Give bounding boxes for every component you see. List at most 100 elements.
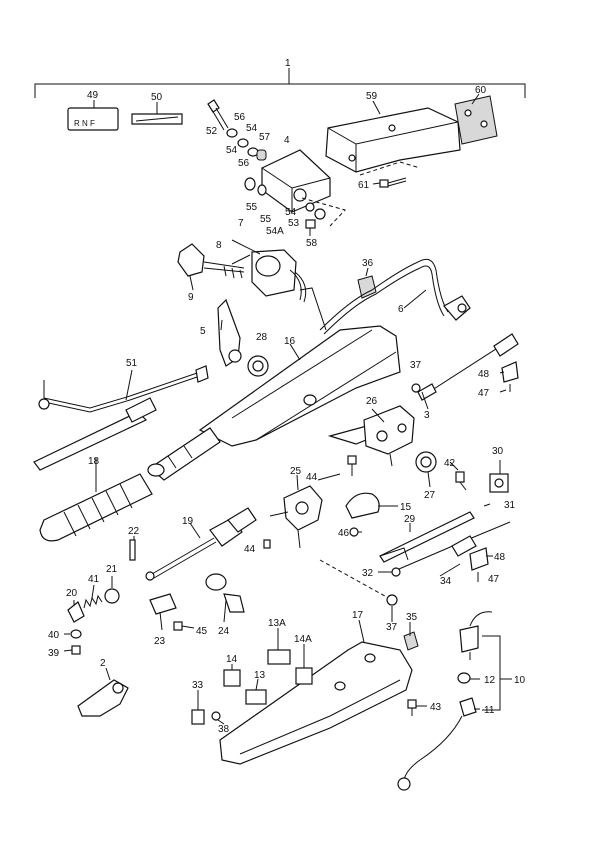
callout-52: 52 (206, 126, 218, 137)
switch-13a (267, 649, 291, 665)
callout-27: 27 (424, 490, 436, 501)
callout-22: 22 (128, 526, 140, 537)
callout-24: 24 (218, 626, 230, 637)
callout-39: 39 (48, 648, 60, 659)
key-switch-assembly (177, 243, 307, 303)
callout-58: 58 (306, 238, 318, 249)
callout-56b: 56 (238, 158, 250, 169)
knob-27 (415, 451, 437, 473)
bolt-52 (207, 99, 229, 131)
callout-21: 21 (106, 564, 118, 575)
callout-3: 3 (424, 410, 430, 421)
callout-26: 26 (366, 396, 378, 407)
clamp-23 (149, 593, 177, 615)
callout-19: 19 (182, 516, 194, 527)
callout-38: 38 (218, 724, 230, 735)
callout-31: 31 (504, 500, 516, 511)
callout-54A: 54A (266, 226, 284, 237)
label-strip-50 (131, 113, 183, 125)
clip-33 (191, 709, 205, 725)
grommet-28 (247, 355, 269, 377)
callout-41: 41 (88, 574, 100, 585)
callout-56a: 56 (234, 112, 246, 123)
bolt-39 (71, 645, 81, 655)
callout-34: 34 (440, 576, 452, 587)
clip-37b (386, 594, 398, 606)
tiller-bracket-4 (244, 149, 346, 227)
callout-23: 23 (154, 636, 166, 647)
stop-switch-10 (459, 611, 493, 660)
cap-15 (345, 492, 380, 519)
callout-13A: 13A (268, 618, 286, 629)
callout-40: 40 (48, 630, 60, 641)
switch-13 (245, 689, 267, 705)
bolt-43 (407, 699, 417, 716)
callout-labels: 1 49 50 59 60 52 56 54 57 54 56 4 61 55 … (48, 58, 526, 735)
bolt-42 (455, 471, 467, 491)
spring-assembly-41 (67, 588, 120, 623)
callout-28: 28 (256, 332, 268, 343)
callout-48b: 48 (494, 552, 506, 563)
bolt-61 (379, 177, 407, 188)
cover-14a (295, 667, 313, 685)
washer-40 (70, 629, 82, 639)
callout-46: 46 (338, 528, 350, 539)
clip-32 (391, 567, 401, 577)
callout-18: 18 (88, 456, 100, 467)
callout-7: 7 (238, 218, 244, 229)
callout-55b: 55 (260, 214, 272, 225)
throttle-cable-3 (411, 333, 519, 401)
callout-49: 49 (87, 90, 99, 101)
shift-rod-19 (145, 507, 257, 581)
callout-4: 4 (284, 135, 290, 146)
callout-55a: 55 (246, 202, 258, 213)
callout-29: 29 (404, 514, 416, 525)
callout-54b: 54 (226, 145, 238, 156)
callout-15: 15 (400, 502, 412, 513)
washers-54-56 (226, 128, 267, 161)
cable-clip-48b (469, 547, 489, 582)
callout-37b: 37 (386, 622, 398, 633)
callout-37a: 37 (410, 360, 422, 371)
callout-54a: 54 (246, 123, 258, 134)
screw-44a (347, 455, 357, 476)
bottom-frame-17 (219, 641, 413, 765)
clip-36 (357, 275, 377, 299)
shift-bracket-26 (327, 405, 415, 467)
callout-33: 33 (192, 680, 204, 691)
callout-8: 8 (216, 240, 222, 251)
callout-16: 16 (284, 336, 296, 347)
callout-60: 60 (475, 85, 487, 96)
lanyard-11 (397, 697, 477, 791)
clamp-24 (205, 573, 245, 613)
linkage-rod-51 (33, 365, 209, 471)
callout-61: 61 (358, 180, 370, 191)
friction-block-25 (269, 485, 323, 549)
bolt-58 (305, 219, 316, 236)
callout-57: 57 (259, 132, 271, 143)
tiller-handle-16 (149, 325, 401, 481)
callout-42: 42 (444, 458, 456, 469)
clip-35 (403, 631, 419, 651)
callout-14A: 14A (294, 634, 312, 645)
assembly-bracket (34, 68, 526, 98)
cable-clip-48 (501, 361, 519, 392)
callout-17: 17 (352, 610, 364, 621)
callout-35: 35 (406, 612, 418, 623)
mount-plate-59 (325, 107, 461, 176)
wire-harness-6 (299, 258, 471, 335)
clip-38 (211, 711, 221, 721)
throttle-lever-5 (217, 298, 242, 367)
nut-12 (457, 672, 471, 684)
callout-47a: 47 (478, 388, 490, 399)
callout-43: 43 (430, 702, 442, 713)
callout-6: 6 (398, 304, 404, 315)
callout-10: 10 (514, 675, 526, 686)
callout-20: 20 (66, 588, 78, 599)
callout-59: 59 (366, 91, 378, 102)
callout-25: 25 (290, 466, 302, 477)
callout-48a: 48 (478, 369, 490, 380)
screw-45 (173, 621, 195, 631)
